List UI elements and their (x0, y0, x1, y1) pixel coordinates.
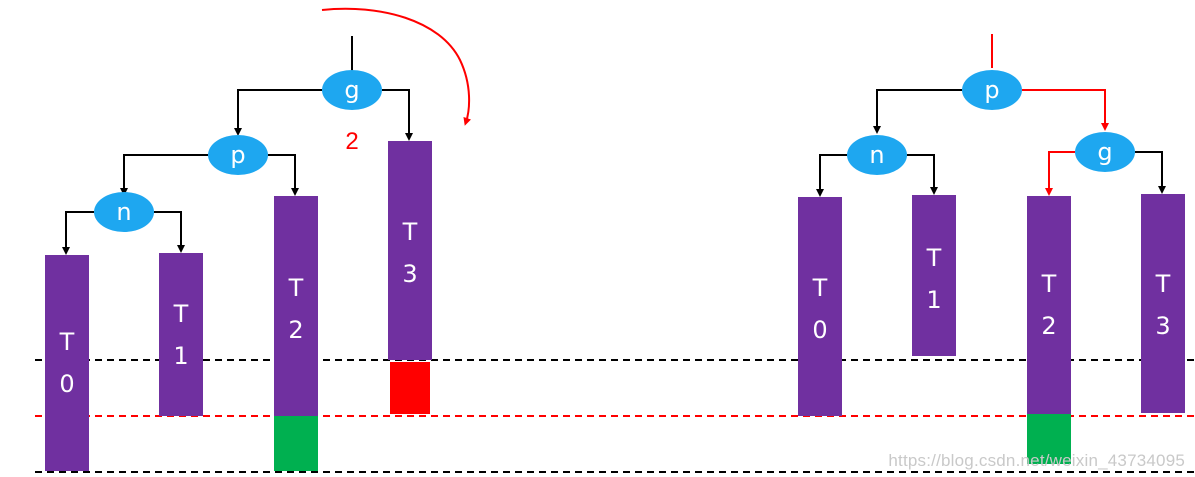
right-node-n-label: n (869, 141, 884, 169)
left-tree: T 0 T 1 T 2 T 3 g p n 2 (45, 7, 472, 471)
right-green-block (1027, 414, 1071, 464)
left-t1-digit: 1 (173, 342, 188, 370)
right-bar-t3 (1141, 194, 1185, 413)
left-edge-g-p (234, 89, 322, 136)
right-t2-letter: T (1041, 270, 1057, 298)
right-t0-digit: 0 (812, 316, 827, 344)
left-red-block (390, 362, 430, 414)
left-bar-t0 (45, 255, 89, 471)
left-edge-n-t1 (154, 211, 185, 253)
left-t0-letter: T (59, 328, 75, 356)
right-t3-digit: 3 (1155, 312, 1170, 340)
right-t2-digit: 2 (1041, 312, 1056, 340)
right-edge-p-g (1022, 89, 1109, 131)
right-node-p (962, 70, 1022, 110)
clockwise-arrow-icon (321, 7, 472, 126)
right-node-p-label: p (984, 76, 999, 104)
left-node-p (208, 135, 268, 175)
right-tree: T 0 T 1 T 2 T 3 p n g (798, 34, 1185, 464)
left-edge-p-t2 (268, 154, 299, 196)
left-edge-p-n (120, 154, 208, 196)
right-edge-g-t3 (1135, 151, 1166, 194)
left-bar-t2 (274, 196, 318, 416)
right-edge-p-n (873, 89, 962, 134)
left-t1-letter: T (173, 300, 189, 328)
right-bar-t2 (1027, 196, 1071, 414)
right-t0-letter: T (812, 274, 828, 302)
right-bar-t0 (798, 197, 842, 416)
left-node-n-label: n (116, 198, 131, 226)
left-node-g-label: g (344, 76, 359, 104)
left-t3-digit: 3 (402, 260, 417, 288)
left-t2-digit: 2 (288, 316, 303, 344)
right-t1-letter: T (926, 244, 942, 272)
right-edge-n-t0 (816, 154, 847, 197)
right-t3-letter: T (1155, 270, 1171, 298)
left-node-p-label: p (230, 141, 245, 169)
left-t2-letter: T (288, 274, 304, 302)
right-t1-digit: 1 (926, 286, 941, 314)
left-edge-g-t3 (382, 89, 413, 141)
left-edge-n-t0 (62, 211, 94, 255)
right-node-g-label: g (1097, 138, 1112, 166)
right-edge-n-t1 (907, 154, 938, 195)
left-node-n (94, 192, 154, 232)
left-node-g (322, 70, 382, 110)
left-bar-t3 (388, 141, 432, 360)
left-t0-digit: 0 (59, 370, 74, 398)
watermark: https://blog.csdn.net/weixin_43734095 (888, 451, 1185, 470)
right-node-g (1075, 132, 1135, 172)
right-node-n (847, 135, 907, 175)
right-bar-t1 (912, 195, 956, 356)
right-edge-g-t2 (1045, 151, 1075, 196)
left-bar-t1 (159, 253, 203, 416)
left-t3-letter: T (402, 218, 418, 246)
left-height-label: 2 (345, 128, 358, 155)
left-green-block (274, 416, 318, 471)
